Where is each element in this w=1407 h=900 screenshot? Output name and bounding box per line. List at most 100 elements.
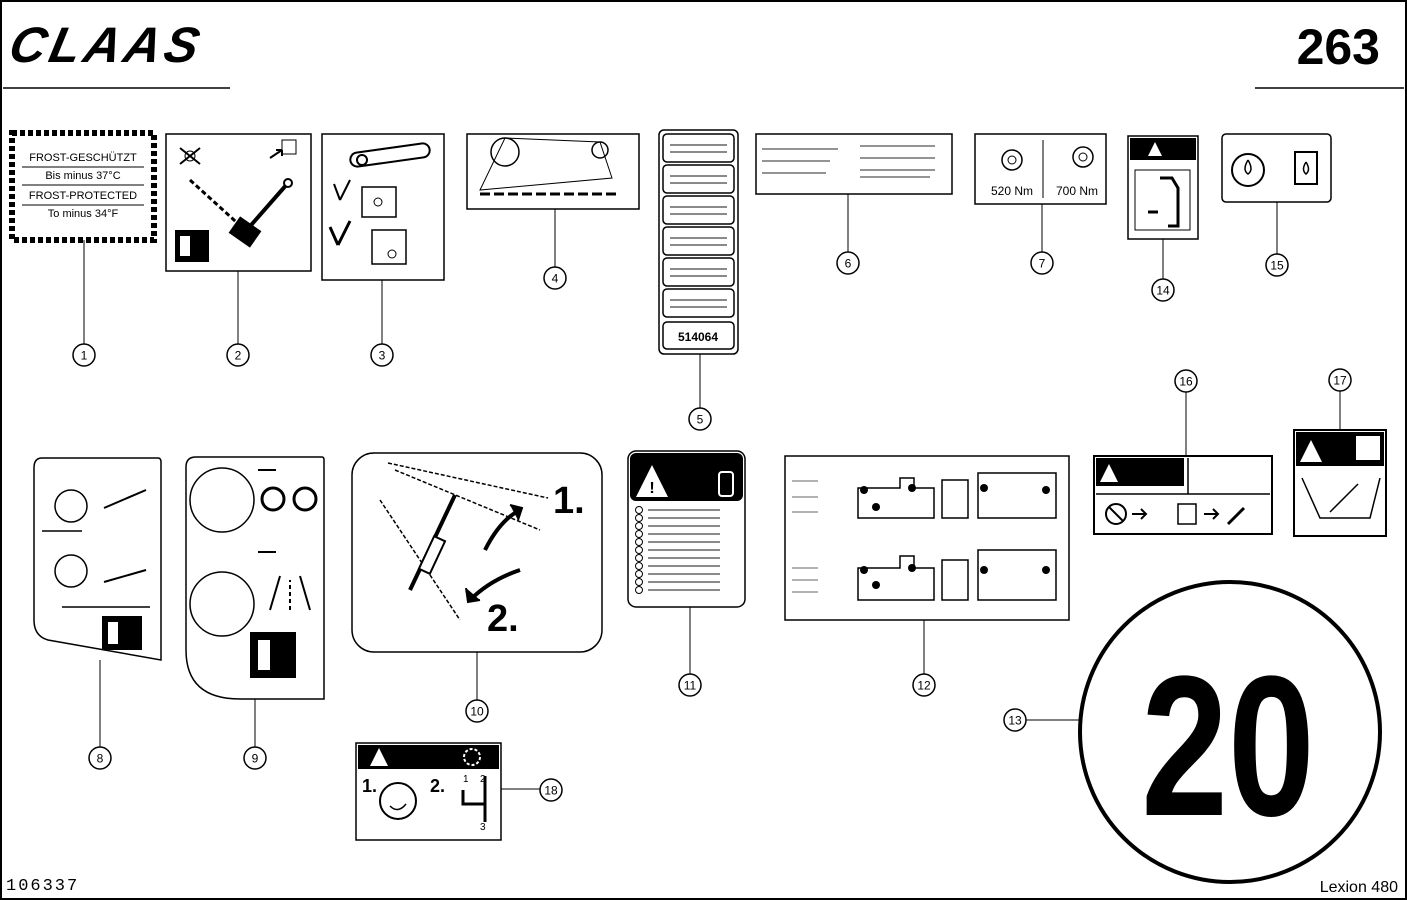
callout-label: 10 [470,705,484,719]
callout-6: 6 [836,251,860,275]
decal-15-fluid-label [1221,133,1332,203]
decal-18-step-1: 1. [362,776,377,796]
wheel-nut-icon [1072,146,1094,168]
wheel-nut-icon [1001,149,1023,171]
callout-circle [370,343,394,367]
decal-13-speed-value: 20 [1141,635,1315,858]
callout-circle [72,343,96,367]
callout-circle [465,699,489,723]
callout-label: 9 [252,752,259,766]
arrow-icon [269,139,297,159]
callout-circle [1265,253,1289,277]
decal-18-gear-3: 3 [480,822,486,833]
road-lights-icon [269,575,311,611]
page-number: 263 [1297,19,1380,75]
decal-18-gear-2: 2 [480,774,486,785]
warning-triangle-icon [370,748,388,766]
decal-10-gas-strut-label: 1. 2. [351,452,603,653]
callout-label: 17 [1333,374,1347,388]
callout-18: 18 [539,778,563,802]
callout-9: 9 [243,746,267,770]
manual-book-icon [250,632,296,678]
callout-label: 1 [81,349,88,363]
callout-17: 17 [1328,368,1352,392]
svg-text:!: ! [649,480,654,497]
callout-label: 18 [544,784,558,798]
model-name: Lexion 480 [1320,879,1398,896]
callout-label: 7 [1039,257,1046,271]
work-lights-icon [260,486,318,512]
callout-circle [688,407,712,431]
decal-17-warning-label [1293,429,1387,537]
engine-icon [379,782,417,820]
callout-circle [1174,369,1198,393]
decal-1-line-4: To minus 34°F [48,208,119,220]
decal-2-lever-label [165,133,312,272]
callout-5: 5 [688,407,712,431]
decal-14-cab-label [1127,135,1199,240]
decal-7-torque-left: 520 Nm [991,184,1033,198]
callout-circle [1030,251,1054,275]
callout-circle [912,673,936,697]
fire-extinguisher-icon [718,471,734,497]
callout-label: 3 [379,349,386,363]
callout-label: 14 [1156,284,1170,298]
callout-14: 14 [1151,278,1175,302]
decal-16-warning-label [1093,455,1273,535]
callout-circle [543,266,567,290]
callout-label: 12 [917,679,931,693]
callout-label: 2 [235,349,242,363]
wrench-icon [1226,506,1246,526]
callout-label: 4 [552,272,559,286]
decal-8-light-switch-label [33,457,162,661]
callout-label: 15 [1270,259,1284,273]
callout-circle [88,746,112,770]
decal-4-header-label [466,133,640,210]
callout-circle [243,746,267,770]
callout-circle [678,673,702,697]
callout-8: 8 [88,746,112,770]
callout-15: 15 [1265,253,1289,277]
decal-18-start-label: 1. 2. 1 2 3 [355,742,502,841]
decal-5-part-number: 514064 [678,330,718,344]
callout-label: 11 [684,679,697,693]
decal-5-warning-stack: 514064 [658,129,739,355]
decal-11-fire-extinguisher-label: ! [627,450,746,608]
brand-logo: CLAAS [5,17,209,73]
manual-book-icon [102,616,142,650]
decal-18-step-2: 2. [430,776,445,796]
callout-circle [1003,708,1027,732]
callout-11: 11 [678,673,702,697]
drawing-number: 106337 [6,877,79,896]
callout-circle [836,251,860,275]
warning-triangle-icon [1100,464,1118,482]
callout-label: 6 [845,257,852,271]
callout-12: 12 [912,673,936,697]
gear-shift-icon [461,776,487,822]
callout-circle [1151,278,1175,302]
callout-16: 16 [1174,369,1198,393]
decal-1-line-1: FROST-GESCHÜTZT [29,152,137,164]
callout-10: 10 [465,699,489,723]
callout-label: 13 [1008,714,1022,728]
decal-7-torque-label: 520 Nm 700 Nm [974,133,1107,205]
engine-oil-icon [1231,153,1265,187]
no-tool-icon [1105,503,1127,525]
callout-circle [226,343,250,367]
callout-7: 7 [1030,251,1054,275]
callout-4: 4 [543,266,567,290]
decal-9-work-light-label [185,456,325,700]
callout-label: 5 [697,413,704,427]
decal-1-line-3: FROST-PROTECTED [29,190,137,202]
brand-logo-text: CLAAS [5,17,209,73]
decal-1-frost-label: FROST-GESCHÜTZT Bis minus 37°C FROST-PRO… [9,130,157,243]
decal-3-cutter-label [321,133,445,281]
callout-circle [539,778,563,802]
callout-label: 16 [1179,375,1193,389]
callout-13: 13 [1003,708,1027,732]
crossed-out-icon [179,147,201,165]
decal-13-speed-limit-sign: 20 [1078,580,1382,884]
callout-label: 8 [97,752,104,766]
decal-6-text-label [755,133,953,195]
